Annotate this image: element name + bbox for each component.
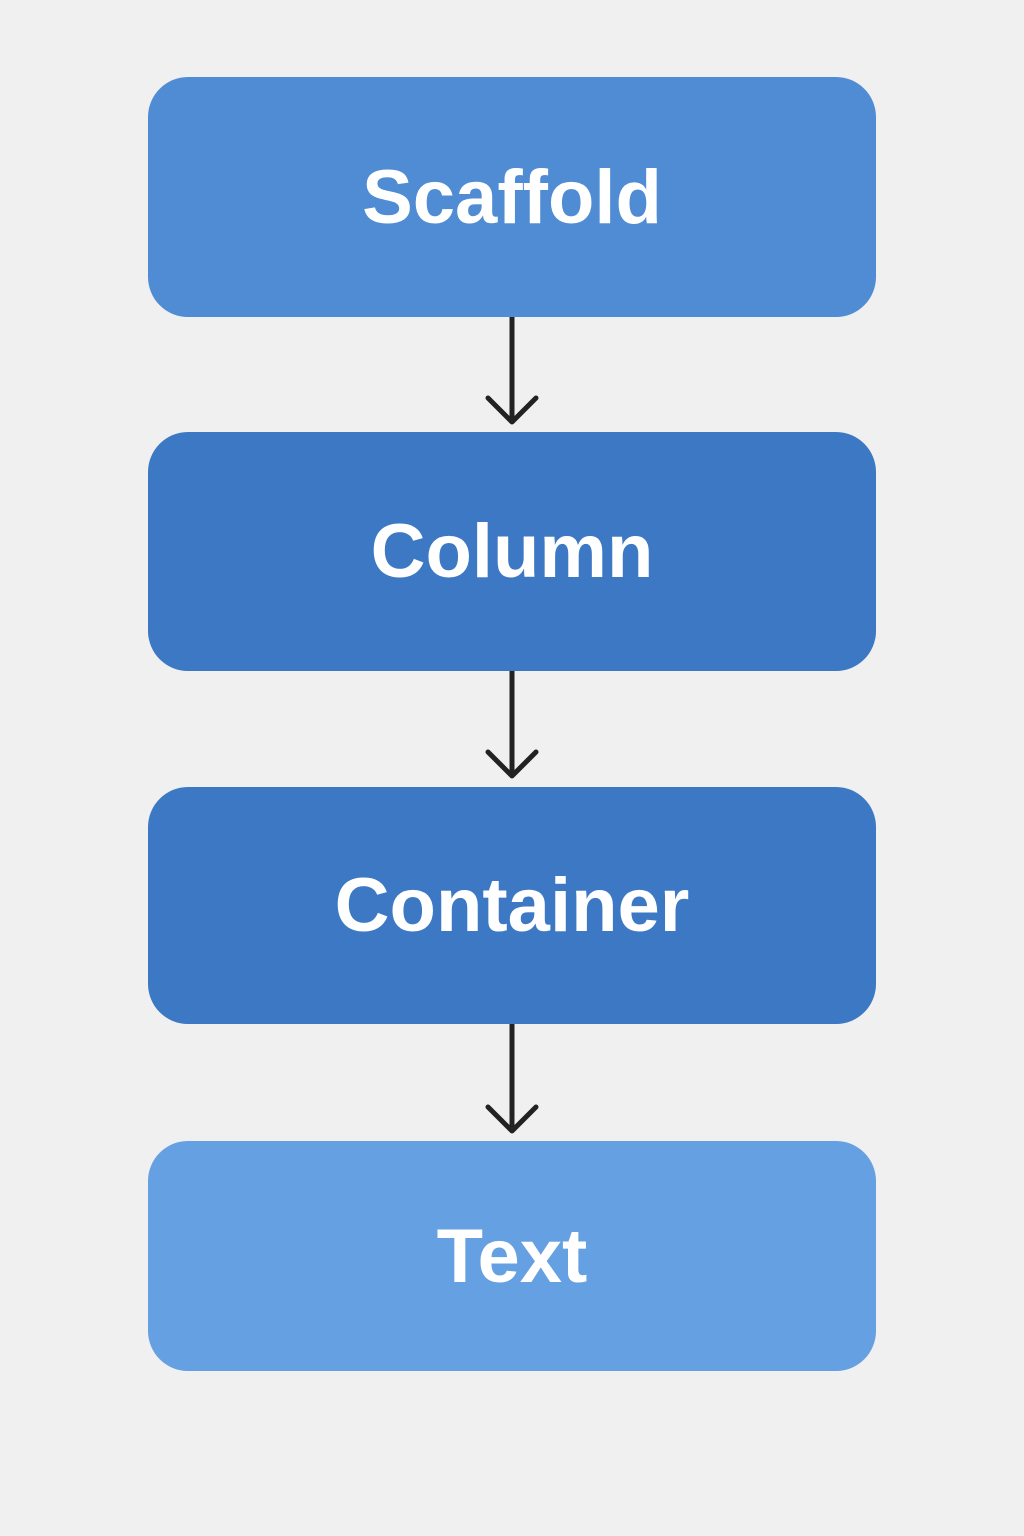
container-node-label: Container: [334, 863, 690, 948]
scaffold-node-label: Scaffold: [362, 154, 662, 240]
column-node: Column: [148, 432, 876, 671]
text-node: Text: [148, 1141, 876, 1371]
arrow-scaffold-to-column: [485, 317, 539, 425]
text-node-label: Text: [436, 1213, 588, 1299]
column-node-label: Column: [370, 509, 654, 594]
container-node: Container: [148, 787, 876, 1024]
arrow-container-to-text: [485, 1024, 539, 1134]
arrow-column-to-container: [485, 671, 539, 779]
scaffold-node: Scaffold: [148, 77, 876, 317]
